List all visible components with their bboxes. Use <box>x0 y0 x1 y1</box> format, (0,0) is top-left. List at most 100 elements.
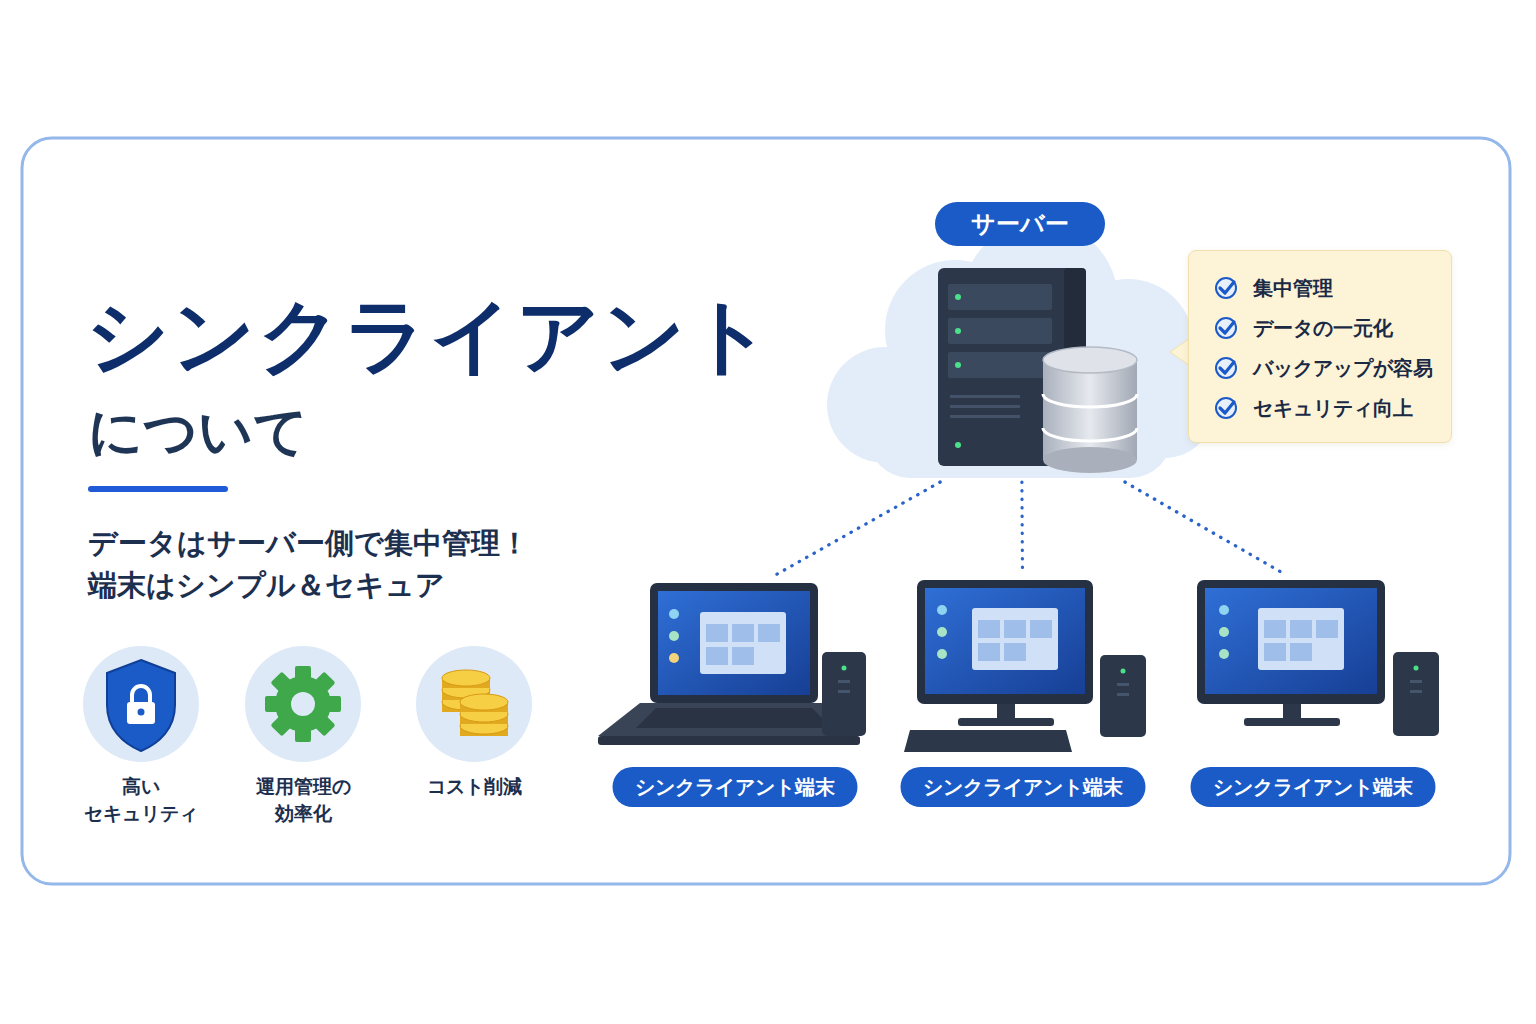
coin-face <box>460 694 508 710</box>
window-tile <box>758 624 780 642</box>
window-tile <box>732 647 754 665</box>
status-led <box>1414 666 1419 671</box>
lock-body <box>127 702 155 724</box>
vent-line <box>1117 683 1129 686</box>
window-tile <box>732 624 754 642</box>
window-tile <box>1316 620 1338 638</box>
desktop-icon <box>669 631 679 641</box>
check-mark <box>1220 402 1234 413</box>
screen-bezel <box>650 583 818 703</box>
desktop-icon <box>669 609 679 619</box>
vent-line <box>950 395 1020 398</box>
checklist-row: データの一元化 <box>1189 308 1451 348</box>
check-icon <box>1214 396 1238 420</box>
status-led <box>955 442 961 448</box>
checklist-item: セキュリティ向上 <box>1253 395 1413 422</box>
feature-node: コスト削減 <box>404 645 544 835</box>
monitor-foot <box>958 718 1054 726</box>
checklist-callout: 集中管理データの一元化バックアップが容易セキュリティ向上 <box>1188 250 1452 443</box>
status-led <box>955 328 961 334</box>
server-node: サーバー <box>830 202 1210 482</box>
drive-bay <box>948 318 1052 344</box>
icon-circle <box>83 646 199 762</box>
app-window <box>972 608 1058 670</box>
checklist-item: データの一元化 <box>1253 315 1393 342</box>
subheading: について <box>88 396 308 469</box>
vent-line <box>950 405 1020 408</box>
cylinder-body <box>1043 360 1137 460</box>
drive-bay <box>948 284 1052 310</box>
vent-line <box>950 415 1020 418</box>
gear-hole <box>291 692 315 716</box>
desktop-icon <box>937 649 947 659</box>
window-tile <box>978 620 1000 638</box>
cloud-shape <box>827 222 1213 478</box>
window-tile <box>1264 643 1286 661</box>
cylinder-bottom <box>1043 447 1137 473</box>
feature-node: 高い セキュリティ <box>71 645 211 835</box>
feature-label: 運用管理の 効率化 <box>233 773 373 826</box>
feature-label: 高い セキュリティ <box>71 773 211 826</box>
card-frame <box>22 138 1510 884</box>
status-led <box>1121 669 1126 674</box>
shield-symbol <box>107 660 175 751</box>
screen <box>1205 588 1377 694</box>
icon-circle <box>416 646 532 762</box>
drive-bay <box>948 352 1052 378</box>
window-tile <box>706 624 728 642</box>
desktop-icon <box>937 605 947 615</box>
screen <box>925 588 1085 694</box>
terminal-label: シンクライアント端末 <box>613 767 858 807</box>
checklist-row: バックアップが容易 <box>1189 348 1451 388</box>
dotted-connector <box>776 482 941 575</box>
client-box <box>1100 655 1146 737</box>
status-led <box>842 666 847 671</box>
app-window <box>1258 608 1344 670</box>
check-icon <box>1214 356 1238 380</box>
gear-body <box>275 676 331 732</box>
security-icon <box>83 646 199 762</box>
desktop-illustration <box>1197 580 1439 736</box>
check-circle <box>1216 318 1236 338</box>
status-led <box>955 294 961 300</box>
terminal-label: シンクライアント端末 <box>1190 767 1435 807</box>
monitor-stand <box>1283 704 1301 720</box>
check-mark <box>1220 362 1234 373</box>
monitor-foot <box>1244 718 1340 726</box>
subtitle-text: 端末はシンプル＆セキュア <box>88 566 445 606</box>
checklist-row: セキュリティ向上 <box>1189 388 1451 428</box>
checklist-item: 集中管理 <box>1253 275 1333 302</box>
check-circle <box>1216 278 1236 298</box>
vent-line <box>1117 693 1129 696</box>
check-mark <box>1220 282 1234 293</box>
terminal-node: シンクライアント端末 <box>600 575 870 811</box>
status-led <box>955 362 961 368</box>
feature-label: コスト削減 <box>404 773 544 800</box>
window-tile <box>978 643 1000 661</box>
app-window <box>700 612 786 674</box>
desktop-icon <box>1219 605 1229 615</box>
client-box <box>822 652 866 736</box>
vent-line <box>838 690 850 693</box>
cylinder-top <box>1043 347 1137 373</box>
desktop-illustration <box>904 580 1146 752</box>
check-mark <box>1220 322 1234 333</box>
window-tile <box>1264 620 1286 638</box>
vent-line <box>838 680 850 683</box>
screen <box>658 591 810 695</box>
gear-icon <box>245 646 361 762</box>
database-symbol <box>1043 347 1137 473</box>
coin-face <box>442 670 490 686</box>
subtitle-text: データはサーバー側で集中管理！ <box>88 524 529 564</box>
desktop-icon <box>937 627 947 637</box>
gear-symbol <box>265 666 341 742</box>
lock-shackle <box>132 686 150 704</box>
desktop-icon <box>669 653 679 663</box>
checklist-row: 集中管理 <box>1189 268 1451 308</box>
terminal-node: シンクライアント端末 <box>895 575 1150 811</box>
title-underline <box>88 486 228 492</box>
check-circle <box>1216 358 1236 378</box>
client-box <box>1393 652 1439 736</box>
